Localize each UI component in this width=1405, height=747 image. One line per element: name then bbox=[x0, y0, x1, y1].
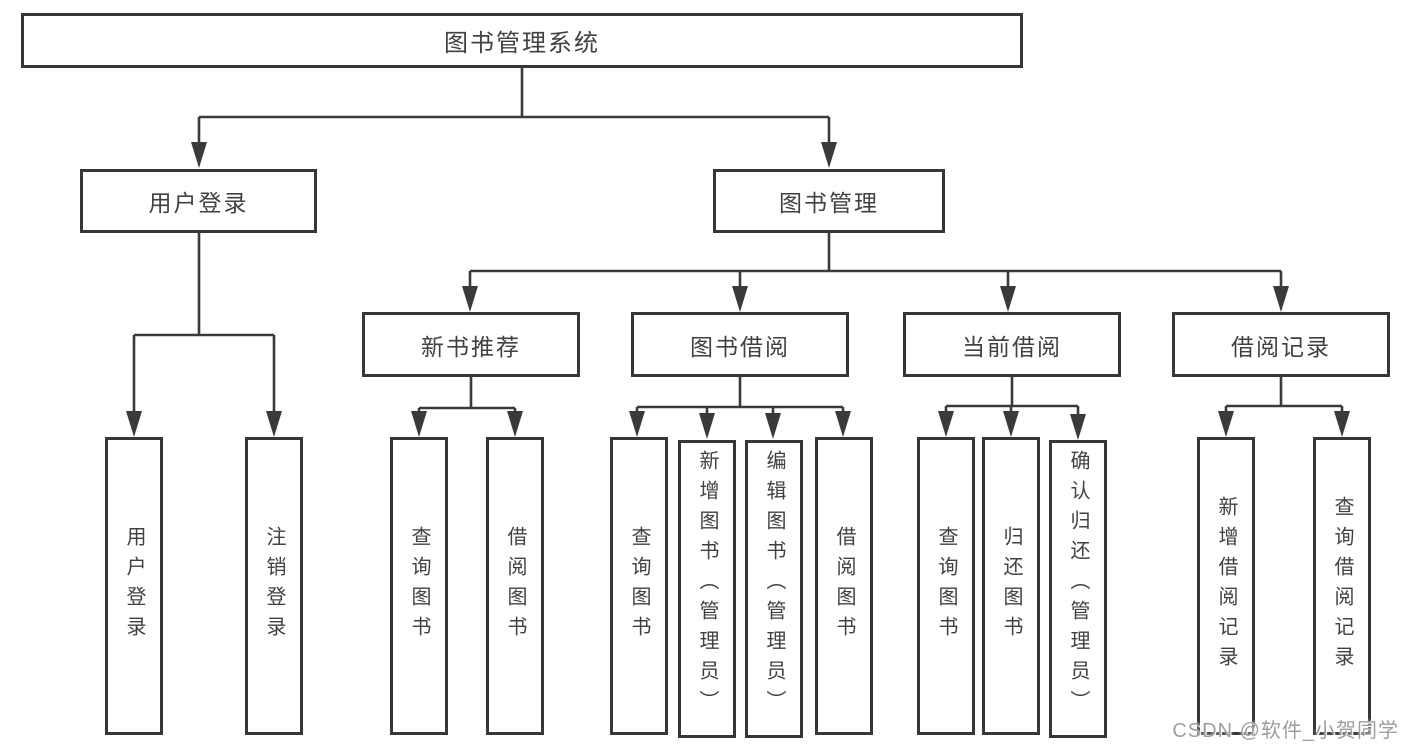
node-book-borrow: 图书借阅 bbox=[631, 312, 849, 377]
connector-book-mgmt-children bbox=[468, 233, 1283, 288]
leaf-add-book-admin: 新增图书（管理员） bbox=[678, 440, 736, 738]
connector-user-login-children bbox=[132, 233, 276, 413]
arrow-down-icon bbox=[462, 286, 478, 312]
arrow-down-icon bbox=[938, 411, 954, 437]
node-borrow-records: 借阅记录 bbox=[1172, 312, 1390, 377]
node-label: 查询借阅记录 bbox=[1331, 496, 1353, 676]
connector-new-book-children bbox=[417, 377, 517, 414]
node-label: 查询图书 bbox=[935, 526, 957, 646]
node-label: 图书管理 bbox=[779, 190, 879, 216]
leaf-confirm-return-admin: 确认归还（管理员） bbox=[1049, 440, 1107, 738]
arrow-down-icon bbox=[507, 411, 523, 437]
leaf-edit-book-admin: 编辑图书（管理员） bbox=[745, 440, 803, 738]
leaf-user-login: 用户登录 bbox=[105, 437, 163, 735]
node-label: 借阅图书 bbox=[833, 526, 855, 646]
node-label: 用户登录 bbox=[148, 190, 249, 216]
arrow-down-icon bbox=[732, 286, 748, 312]
arrow-down-icon bbox=[1334, 411, 1350, 437]
node-label: 查询图书 bbox=[408, 526, 430, 646]
leaf-query-books-current: 查询图书 bbox=[917, 437, 975, 735]
arrow-down-icon bbox=[1000, 286, 1016, 312]
node-user-login: 用户登录 bbox=[80, 169, 317, 233]
leaf-query-books-borrow: 查询图书 bbox=[610, 437, 668, 735]
leaf-borrow-books-recommend: 借阅图书 bbox=[486, 437, 544, 735]
arrow-down-icon bbox=[126, 411, 142, 437]
leaf-logout: 注销登录 bbox=[245, 437, 303, 735]
watermark: CSDN @软件_小贺同学 bbox=[1172, 720, 1399, 742]
arrow-down-icon bbox=[629, 411, 645, 437]
node-label: 查询图书 bbox=[628, 526, 650, 646]
node-root-system: 图书管理系统 bbox=[21, 13, 1023, 68]
node-label: 注销登录 bbox=[263, 526, 285, 646]
node-label: 归还图书 bbox=[1000, 526, 1022, 646]
leaf-query-books-recommend: 查询图书 bbox=[390, 437, 448, 735]
node-label: 当前借阅 bbox=[962, 333, 1062, 360]
node-current-borrow: 当前借阅 bbox=[903, 312, 1121, 377]
arrow-down-icon bbox=[1273, 286, 1289, 312]
node-label: 编辑图书（管理员） bbox=[763, 450, 785, 720]
leaf-query-borrow-record: 查询借阅记录 bbox=[1313, 437, 1371, 735]
node-label: 确认归还（管理员） bbox=[1067, 450, 1089, 720]
arrow-down-icon bbox=[699, 413, 715, 439]
connector-borrow-records-children bbox=[1224, 377, 1344, 414]
arrow-down-icon bbox=[835, 411, 851, 437]
node-label: 新增借阅记录 bbox=[1215, 496, 1237, 676]
node-new-book-recommend: 新书推荐 bbox=[362, 312, 580, 377]
node-label: 借阅图书 bbox=[504, 526, 526, 646]
arrow-down-icon bbox=[1003, 411, 1019, 437]
arrow-down-icon bbox=[765, 413, 781, 439]
connector-book-borrow-children bbox=[635, 377, 845, 414]
leaf-return-book: 归还图书 bbox=[982, 437, 1040, 735]
node-label: 用户登录 bbox=[123, 526, 145, 646]
node-label: 新增图书（管理员） bbox=[696, 450, 718, 720]
arrow-down-icon bbox=[1218, 411, 1234, 437]
leaf-borrow-books: 借阅图书 bbox=[815, 437, 873, 735]
arrow-down-icon bbox=[821, 142, 837, 168]
connector-root-to-level2 bbox=[197, 68, 831, 144]
arrow-down-icon bbox=[1070, 414, 1086, 440]
node-book-management: 图书管理 bbox=[713, 169, 945, 233]
connector-current-borrow-children bbox=[944, 377, 1080, 417]
node-label: 新书推荐 bbox=[421, 333, 521, 360]
arrow-down-icon bbox=[411, 411, 427, 437]
leaf-add-borrow-record: 新增借阅记录 bbox=[1197, 437, 1255, 735]
arrow-down-icon bbox=[191, 142, 207, 168]
arrow-down-icon bbox=[266, 411, 282, 437]
node-label: 图书借阅 bbox=[690, 333, 790, 360]
node-label: 图书管理系统 bbox=[444, 30, 600, 57]
node-label: 借阅记录 bbox=[1231, 333, 1331, 360]
